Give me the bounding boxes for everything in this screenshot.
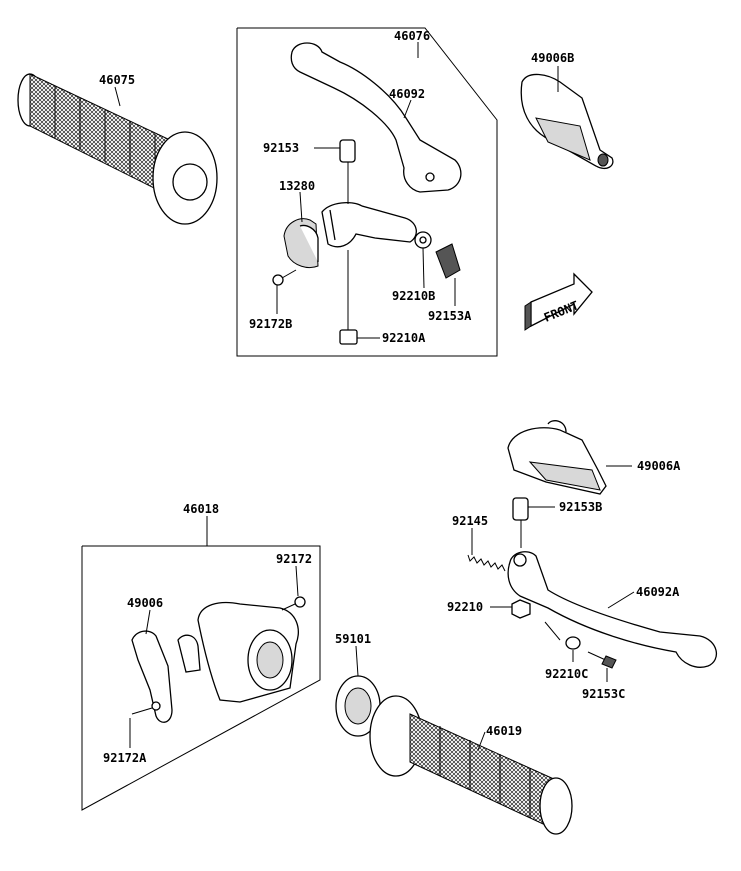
cover-49006: [131, 630, 173, 723]
lever-cover-49006A: [507, 420, 607, 495]
label-46019: 46019: [486, 724, 522, 738]
label-46018: 46018: [183, 502, 219, 516]
bolt-92153C: [587, 651, 617, 669]
label-92153B: 92153B: [559, 500, 602, 514]
label-92210A: 92210A: [382, 331, 426, 345]
lever-cover-49006B: [520, 73, 614, 170]
label-92210B: 92210B: [392, 289, 435, 303]
washer-92210C: [565, 636, 581, 650]
label-59101: 59101: [335, 632, 371, 646]
bolt-92153A: [435, 243, 461, 279]
lever-46092: [290, 42, 462, 193]
left-grip-46075: [17, 73, 218, 225]
screw-92172B: [272, 269, 297, 286]
screw-92172: [281, 596, 306, 611]
label-92172: 92172: [276, 552, 312, 566]
label-46092: 46092: [389, 87, 425, 101]
right-grip-46019: [369, 695, 573, 835]
bolt-92153: [339, 139, 356, 204]
upper-assembly-box: [236, 27, 498, 357]
label-46092A: 46092A: [636, 585, 680, 599]
label-92153: 92153: [263, 141, 299, 155]
label-92210C: 92210C: [545, 667, 588, 681]
lever-bracket: [321, 201, 417, 248]
label-92153C: 92153C: [582, 687, 625, 701]
label-46075: 46075: [99, 73, 135, 87]
label-49006B: 49006B: [531, 51, 574, 65]
label-46076: 46076: [394, 29, 430, 43]
washer-92210B: [414, 231, 432, 249]
screw-92172A: [131, 701, 161, 715]
clamp-13280: [283, 218, 319, 269]
label-92210: 92210: [447, 600, 483, 614]
nut-92210A: [339, 250, 358, 345]
front-arrow: FRONT: [524, 272, 593, 331]
lever-46092A: [507, 551, 718, 668]
label-92172A: 92172A: [103, 751, 147, 765]
bolt-92153B: [512, 497, 529, 548]
label-92153A: 92153A: [428, 309, 472, 323]
spring-92145: [467, 554, 506, 572]
throttle-housing-46018: [177, 601, 299, 703]
leader-lines: [114, 42, 635, 751]
label-49006A: 49006A: [637, 459, 681, 473]
nut-92210: [511, 599, 531, 619]
lower-assembly-box: [81, 545, 321, 811]
label-92145: 92145: [452, 514, 488, 528]
label-49006: 49006: [127, 596, 163, 610]
collar-59101: [335, 675, 381, 737]
label-92172B: 92172B: [249, 317, 292, 331]
label-13280: 13280: [279, 179, 315, 193]
